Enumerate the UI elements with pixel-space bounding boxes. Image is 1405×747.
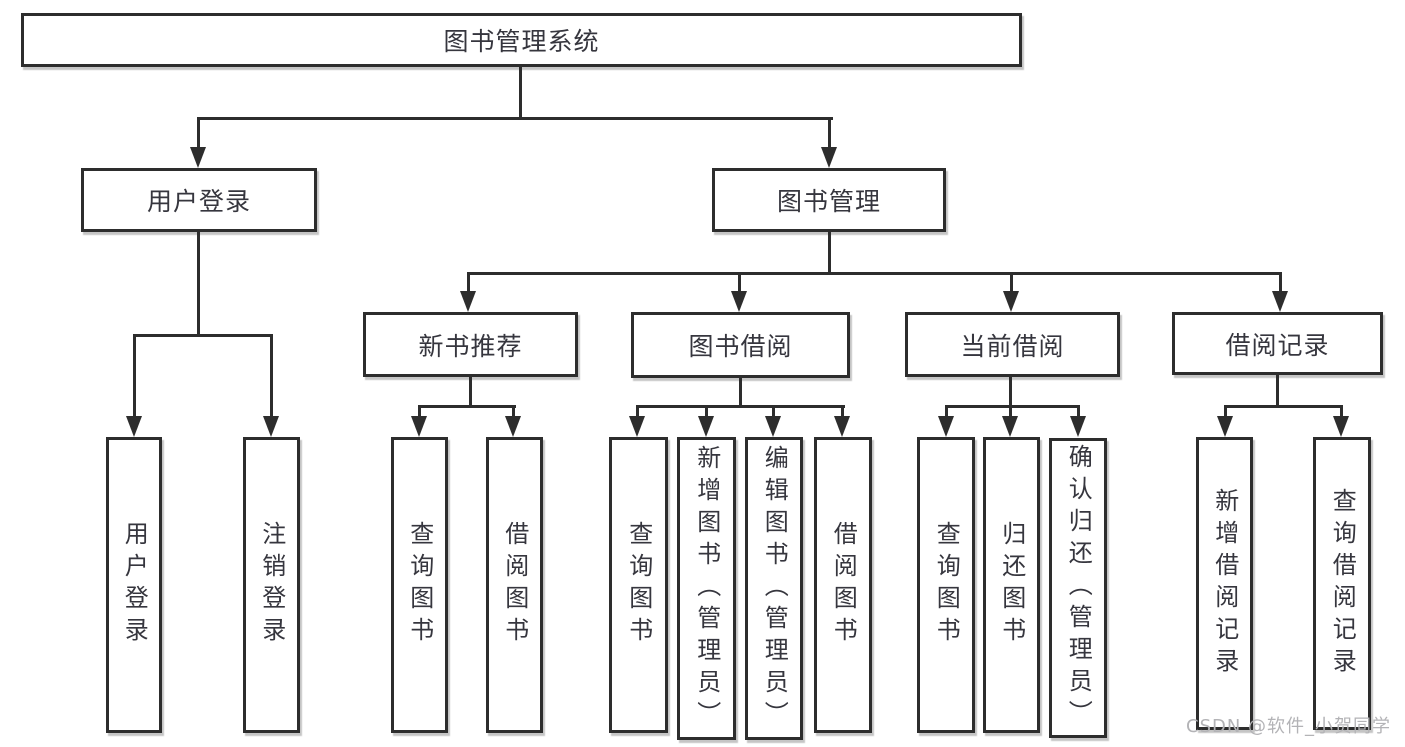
connector-records-split: [1224, 405, 1343, 408]
connector-newbook-stem1: [418, 405, 421, 419]
node-user-login: 用户登录: [81, 168, 317, 232]
node-root-label: 图书管理系统: [443, 27, 600, 56]
arrow-records-leaf1: [1217, 416, 1233, 437]
connector-newbook-drop: [469, 377, 472, 408]
connector-bookmgmt-stem4: [1279, 272, 1282, 295]
node-book-management-label: 图书管理: [776, 187, 881, 216]
arrow-to-borrow-records: [1272, 291, 1288, 312]
leaf-currentborrow-return-label: 归还图书: [997, 521, 1026, 649]
arrow-currentborrow-leaf1: [938, 416, 954, 437]
connector-root-right-stem: [828, 117, 831, 151]
node-borrow-records: 借阅记录: [1172, 312, 1383, 375]
connector-bookborrow-stem2: [705, 405, 708, 419]
connector-bookborrow-split: [637, 405, 845, 408]
leaf-bookborrow-borrow-label: 借阅图书: [829, 521, 858, 649]
connector-userlogin-split: [133, 334, 273, 337]
arrow-records-leaf2: [1333, 416, 1349, 437]
connector-root-left-stem: [197, 117, 200, 151]
leaf-bookborrow-add-label: 新增图书（管理员）: [692, 444, 721, 733]
node-book-management: 图书管理: [712, 168, 946, 232]
leaf-bookborrow-borrow: 借阅图书: [814, 437, 872, 733]
connector-bookmgmt-stem1: [467, 272, 470, 295]
leaf-user-login: 用户登录: [106, 437, 162, 733]
connector-records-stem1: [1224, 405, 1227, 419]
leaf-currentborrow-return: 归还图书: [983, 437, 1040, 733]
connector-root-split: [197, 117, 833, 120]
node-new-book-recommend-label: 新书推荐: [418, 331, 523, 361]
leaf-currentborrow-confirm-label: 确认归还（管理员）: [1064, 444, 1093, 732]
connector-root-drop: [519, 67, 522, 119]
node-root: 图书管理系统: [21, 13, 1022, 67]
arrow-bookborrow-leaf1: [629, 416, 645, 437]
arrow-newbook-leaf2: [505, 416, 521, 437]
connector-currentborrow-split: [945, 405, 1080, 408]
node-book-borrow: 图书借阅: [631, 312, 850, 378]
node-new-book-recommend: 新书推荐: [363, 312, 578, 377]
connector-bookborrow-drop: [739, 378, 742, 408]
arrow-bookborrow-leaf4: [834, 416, 850, 437]
connector-currentborrow-stem2: [1009, 405, 1012, 419]
connector-bookborrow-stem1: [636, 405, 639, 419]
connector-userlogin-stem1: [133, 334, 136, 420]
connector-bookmgmt-stem2: [738, 272, 741, 295]
leaf-currentborrow-query-label: 查询图书: [932, 521, 961, 649]
leaf-logout-label: 注销登录: [257, 521, 286, 649]
connector-newbook-split: [418, 405, 516, 408]
arrow-to-book-borrow: [731, 291, 747, 312]
leaf-records-query: 查询借阅记录: [1313, 437, 1371, 730]
arrow-to-login-leaf: [126, 416, 142, 437]
leaf-records-query-label: 查询借阅记录: [1328, 487, 1357, 680]
node-current-borrow-label: 当前借阅: [960, 331, 1065, 361]
connector-currentborrow-stem3: [1077, 405, 1080, 419]
arrow-to-book-management: [821, 147, 837, 168]
arrow-bookborrow-leaf2: [698, 416, 714, 437]
leaf-bookborrow-query-label: 查询图书: [624, 521, 653, 649]
node-current-borrow: 当前借阅: [905, 312, 1120, 377]
leaf-bookborrow-edit-label: 编辑图书（管理员）: [760, 444, 789, 733]
node-borrow-records-label: 借阅记录: [1225, 330, 1330, 360]
leaf-logout: 注销登录: [243, 437, 300, 733]
connector-records-drop: [1276, 375, 1279, 408]
leaf-records-add: 新增借阅记录: [1196, 437, 1253, 730]
connector-records-stem2: [1340, 405, 1343, 419]
leaf-currentborrow-query: 查询图书: [917, 437, 975, 733]
leaf-records-add-label: 新增借阅记录: [1210, 487, 1239, 680]
connector-userlogin-drop: [197, 232, 200, 337]
arrow-bookborrow-leaf3: [765, 416, 781, 437]
leaf-currentborrow-confirm: 确认归还（管理员）: [1049, 438, 1107, 738]
arrow-newbook-leaf1: [411, 416, 427, 437]
connector-bookmgmt-stem3: [1010, 272, 1013, 295]
connector-userlogin-stem2: [270, 334, 273, 420]
leaf-newbook-borrow: 借阅图书: [486, 437, 543, 733]
leaf-user-login-label: 用户登录: [120, 521, 149, 649]
arrow-currentborrow-leaf3: [1070, 416, 1086, 437]
arrow-currentborrow-leaf2: [1002, 416, 1018, 437]
connector-currentborrow-stem1: [945, 405, 948, 419]
connector-bookmgmt-drop: [828, 232, 831, 274]
connector-bookborrow-stem4: [841, 405, 844, 419]
leaf-bookborrow-add: 新增图书（管理员）: [677, 437, 736, 740]
leaf-bookborrow-query: 查询图书: [609, 437, 668, 733]
arrow-to-logout-leaf: [263, 416, 279, 437]
leaf-newbook-query-label: 查询图书: [405, 521, 434, 649]
leaf-newbook-query: 查询图书: [391, 437, 448, 733]
connector-currentborrow-drop: [1009, 377, 1012, 408]
connector-newbook-stem2: [512, 405, 515, 419]
connector-bookborrow-stem3: [772, 405, 775, 419]
arrow-to-current-borrow: [1003, 291, 1019, 312]
leaf-newbook-borrow-label: 借阅图书: [500, 521, 529, 649]
node-user-login-label: 用户登录: [146, 187, 251, 216]
node-book-borrow-label: 图书借阅: [688, 332, 793, 361]
leaf-bookborrow-edit: 编辑图书（管理员）: [745, 437, 803, 740]
arrow-to-new-book: [460, 291, 476, 312]
arrow-to-user-login: [190, 147, 206, 168]
watermark: CSDN @软件_小贺同学: [1186, 716, 1392, 737]
connector-bookmgmt-split: [467, 272, 1282, 275]
